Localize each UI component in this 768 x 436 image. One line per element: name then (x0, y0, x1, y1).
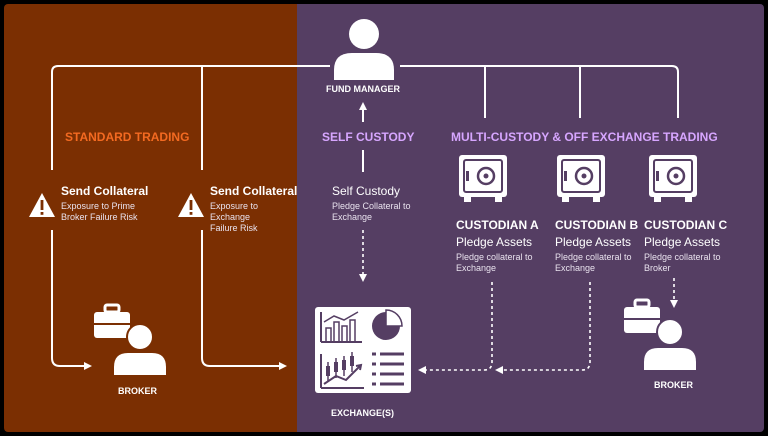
self-custody-desc: Pledge Collateral to Exchange (332, 201, 411, 222)
send-collateral-broker-desc: Exposure to Prime Broker Failure Risk (61, 201, 138, 222)
broker-label-right: BROKER (654, 380, 694, 390)
self-custody-heading: SELF CUSTODY (322, 130, 415, 144)
send-collateral-exchange-title: Send Collateral (210, 184, 298, 198)
custodian-a-desc: Pledge collateral to Exchange (456, 252, 533, 273)
exchange-label: EXCHANGE(S) (331, 408, 395, 418)
broker-label-left: BROKER (118, 386, 158, 396)
top-bus-line (51, 65, 330, 85)
send-collateral-exchange-desc: Exposure to Exchange Failure Risk (210, 201, 259, 233)
custodian-b-dashed-arrow (495, 282, 591, 374)
custodian-a-action: Pledge Assets (456, 235, 533, 249)
self-custody-title: Self Custody (332, 184, 401, 198)
exchange-dashboard-icon (315, 307, 411, 393)
custodian-b-name: CUSTODIAN B (555, 218, 639, 232)
custodian-b-action: Pledge Assets (555, 235, 632, 249)
custodian-c-action: Pledge Assets (644, 235, 721, 249)
fund-manager-user-icon (334, 19, 394, 80)
exchange-send-arrow (201, 230, 287, 370)
multi-custody-heading: MULTI-CUSTODY & OFF EXCHANGE TRADING (451, 130, 718, 144)
safe-icon (557, 155, 605, 202)
broker-send-arrow (51, 230, 92, 370)
custodian-a-name: CUSTODIAN A (456, 218, 539, 232)
fund-manager-label: FUND MANAGER (326, 84, 400, 94)
warning-icon (178, 193, 204, 217)
broker-icon (94, 303, 166, 375)
custodian-a-dashed-arrow (418, 282, 493, 374)
custodian-b-desc: Pledge collateral to Exchange (555, 252, 632, 273)
broker-icon (624, 298, 696, 370)
safe-icon (649, 155, 697, 202)
custodian-c-desc: Pledge collateral to Broker (644, 252, 721, 273)
safe-icon (459, 155, 507, 202)
warning-icon (29, 193, 55, 217)
standard-trading-heading: STANDARD TRADING (65, 130, 190, 144)
send-collateral-broker-title: Send Collateral (61, 184, 149, 198)
custodian-c-name: CUSTODIAN C (644, 218, 728, 232)
